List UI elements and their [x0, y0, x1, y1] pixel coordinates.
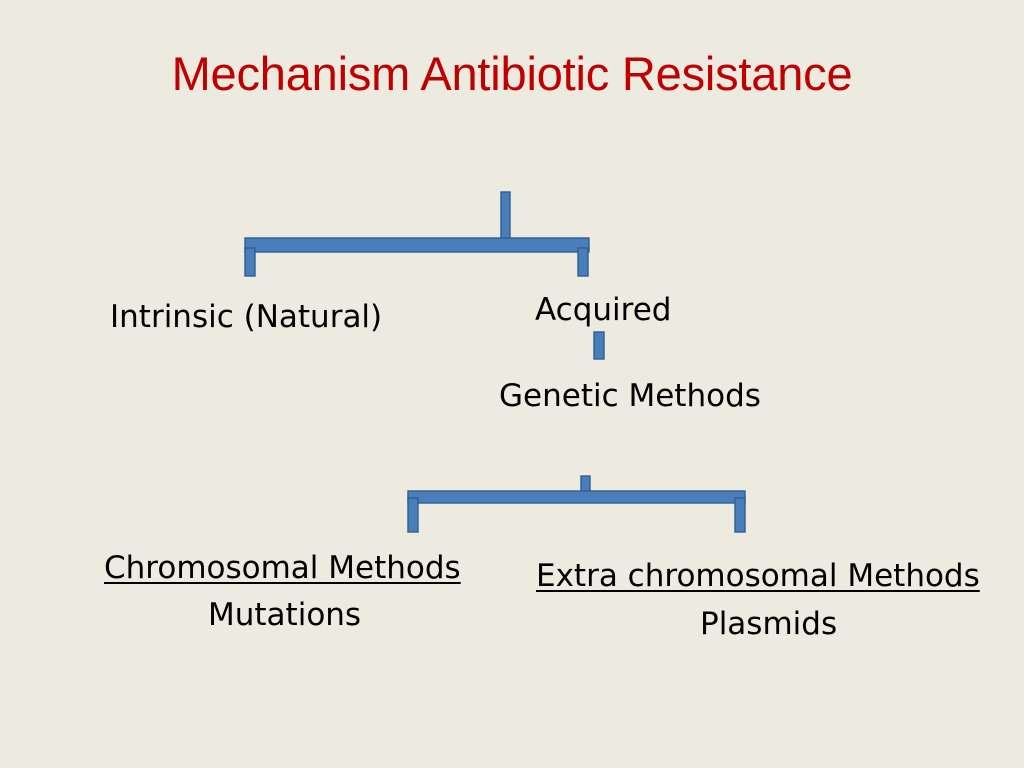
node-label-chromosomal-methods: Chromosomal Methods — [104, 550, 461, 586]
connector-leg-extrachromosomal — [734, 497, 746, 533]
node-label-extra-chromosomal-methods: Extra chromosomal Methods — [536, 558, 980, 594]
node-label-acquired: Acquired — [535, 292, 672, 328]
connector-root-split — [244, 191, 590, 277]
node-label-intrinsic: Intrinsic (Natural) — [110, 299, 383, 335]
node-label-genetic-methods: Genetic Methods — [499, 378, 761, 414]
connector-genetic-bar — [407, 490, 746, 504]
node-label-mutations: Mutations — [208, 597, 362, 633]
node-label-plasmids: Plasmids — [700, 606, 838, 642]
page-title: Mechanism Antibiotic Resistance — [171, 47, 853, 100]
connector-leg-intrinsic — [244, 247, 256, 277]
connector-leg-acquired — [577, 247, 589, 277]
connector-genetic-stem — [580, 475, 591, 497]
connector-acquired-to-genetic — [593, 331, 605, 360]
connector-root-bar — [244, 237, 590, 253]
connector-genetic-split — [407, 475, 746, 533]
connector-leg-chromosomal — [407, 497, 419, 533]
connector-root-stem — [500, 191, 511, 243]
